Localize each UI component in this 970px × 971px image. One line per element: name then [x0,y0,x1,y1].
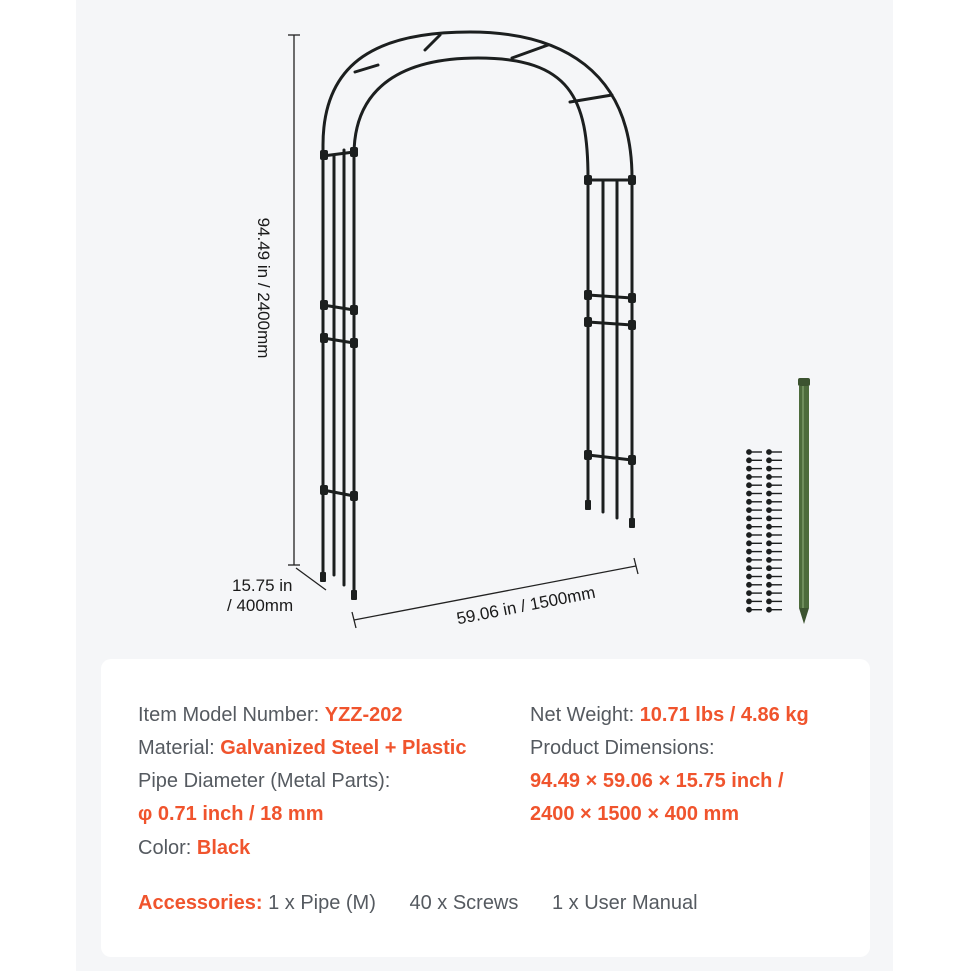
pipe-diameter-label: Pipe Diameter (Metal Parts): [138,770,391,792]
product-dimensions-label: Product Dimensions: [530,737,715,759]
accessories-row: Accessories: 1 x Pipe (M) 40 x Screws 1 … [138,892,726,915]
screw-head [766,507,772,513]
screw-head [766,540,772,547]
product-illustration: 94.49 in / 2400mm 15.75 in / 400mm 59.06… [227,30,810,629]
net-weight-value: 10.71 lbs / 4.86 kg [639,704,809,726]
screw-head [746,482,752,489]
screw-set-illustration [746,449,782,613]
screw-head [766,557,772,563]
product-dimensions-value-1: 94.49 × 59.06 × 15.75 inch / [530,770,784,792]
screw-head [766,573,772,580]
width-dimension-label: 59.06 in / 1500mm [455,583,597,629]
screw-head [746,465,752,472]
screw-head [746,507,752,513]
accessory-screws: 40 x Screws [409,892,519,914]
material-row: Material: Galvanized Steel + Plastic [138,737,466,760]
screw-head [746,590,752,596]
screw-head [766,490,772,497]
screw-head [766,581,772,588]
net-weight-label: Net Weight: [530,704,640,726]
screw-head [766,473,772,480]
color-label: Color: [138,837,197,859]
screw-head [766,515,772,522]
color-row: Color: Black [138,837,250,860]
screw-head [746,473,752,480]
screw-head [746,573,752,580]
color-value: Black [196,837,251,859]
screw-head [746,598,752,605]
screw-head [746,498,752,505]
material-label: Material: [138,737,221,759]
screw-head [766,498,772,505]
garden-arch-illustration [321,30,634,600]
screw-head [746,548,752,555]
screw-head [766,548,772,555]
dimension-lines [288,34,639,629]
screw-head [746,457,752,464]
screw-head [766,598,772,605]
screw-head [746,523,752,530]
screw-head [746,532,752,538]
net-weight-row: Net Weight: 10.71 lbs / 4.86 kg [530,704,809,727]
accessory-manual: 1 x User Manual [551,892,698,914]
screw-head [766,465,772,472]
depth-dimension-label-2: / 400mm [227,596,293,615]
specs-card [101,659,870,957]
screw-head [746,449,752,455]
screw-head [766,523,772,530]
screw-head [766,606,772,613]
model-number-row: Item Model Number: YZZ-202 [138,704,403,727]
screw-head [746,515,752,522]
material-value: Galvanized Steel + Plastic [220,737,467,759]
screw-head [766,482,772,489]
screw-head [746,557,752,563]
screw-head [766,532,772,538]
depth-dimension-label-1: 15.75 in [232,576,293,595]
screw-head [766,590,772,596]
screw-head [746,490,752,497]
accessory-pipe: 1 x Pipe (M) [268,892,376,914]
screw-head [746,565,752,572]
ground-pipe-illustration [798,378,810,624]
screw-head [766,457,772,464]
screw-head [746,606,752,613]
pipe-diameter-value: φ 0.71 inch / 18 mm [138,803,324,825]
model-number-label: Item Model Number: [138,704,325,726]
accessories-label: Accessories: [138,892,269,914]
screw-head [766,565,772,572]
screw-head [766,449,772,455]
screw-head [746,581,752,588]
screw-head [746,540,752,547]
model-number-value: YZZ-202 [324,704,403,726]
arch-joints [320,147,636,600]
height-dimension-label: 94.49 in / 2400mm [254,218,273,359]
product-dimensions-value-2: 2400 × 1500 × 400 mm [530,803,740,825]
